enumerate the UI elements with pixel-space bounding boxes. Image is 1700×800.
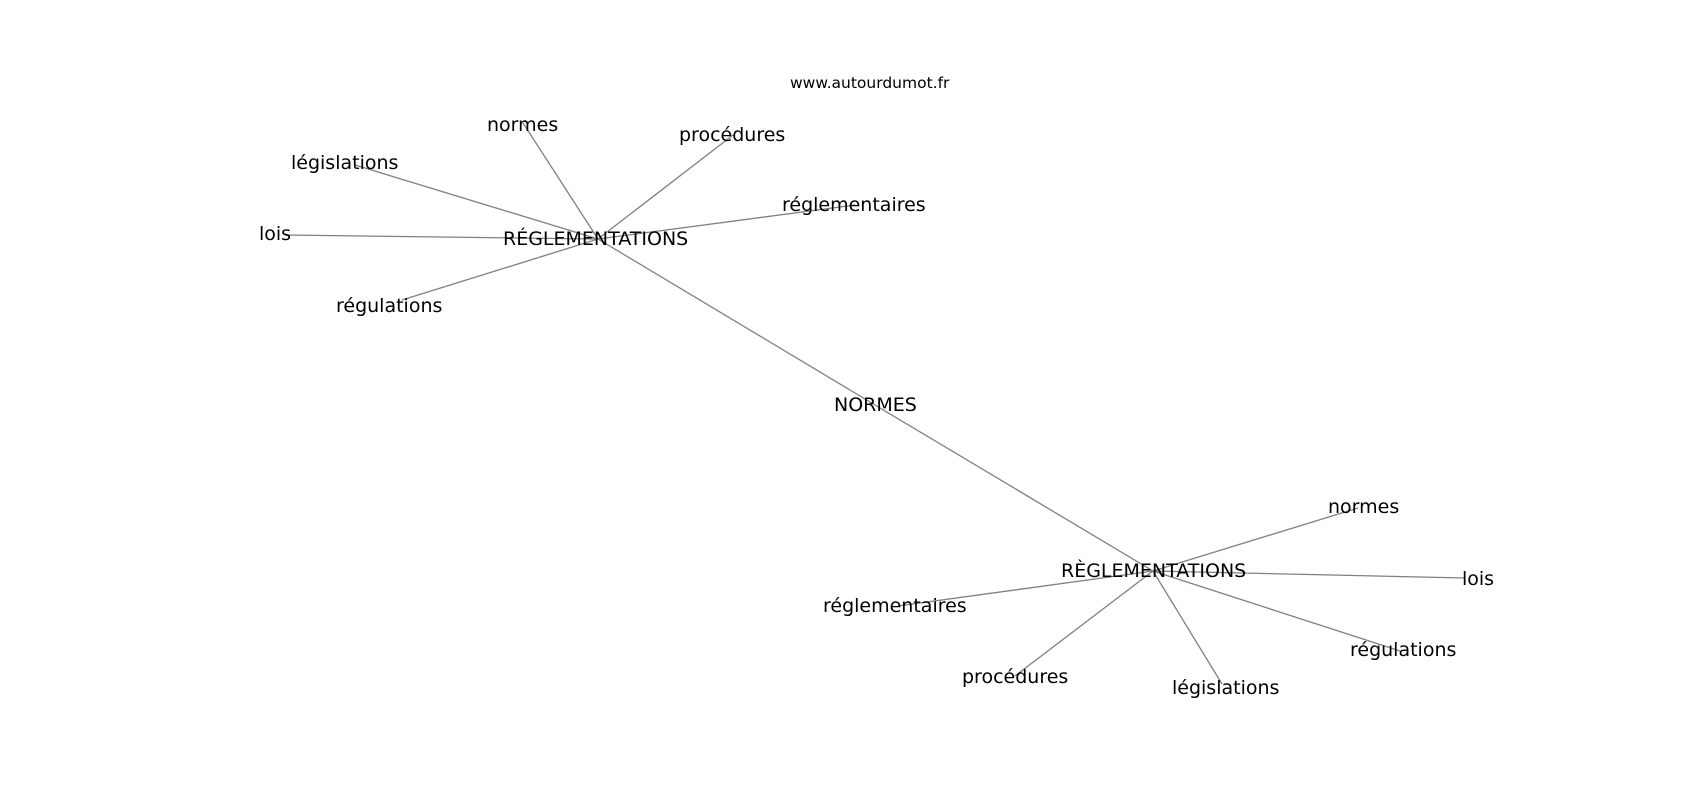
edge-hub-top-procedures [597, 134, 734, 240]
node-leaf-top-normes: normes [487, 114, 558, 136]
edge-hub-bottom-regulations [1152, 570, 1401, 652]
node-leaf-bottom-reglementaires: réglementaires [823, 595, 967, 617]
site-url: www.autourdumot.fr [790, 74, 950, 92]
edge-hub-top-reglementaires [597, 204, 856, 240]
node-hub-reglementations-bottom: RÈGLEMENTATIONS [1061, 559, 1246, 582]
node-center-normes: NORMES [834, 394, 917, 416]
edge-hub-top-lois [284, 234, 599, 240]
edge-hub-bottom-procedures [1014, 570, 1154, 677]
node-leaf-bottom-normes: normes [1328, 496, 1399, 518]
node-leaf-top-procedures: procédures [679, 124, 785, 146]
node-leaf-bottom-regulations: régulations [1350, 639, 1456, 661]
graph-nodes: NORMES RÉGLEMENTATIONS RÈGLEMENTATIONS l… [259, 114, 1494, 699]
node-leaf-top-reglementaires: réglementaires [782, 194, 926, 216]
edge-hub-top-legislations [354, 164, 599, 240]
edge-hub-bottom-lois [1152, 570, 1466, 579]
node-leaf-top-regulations: régulations [336, 295, 442, 317]
node-leaf-bottom-legislations: législations [1172, 677, 1279, 699]
edge-hub-bottom-reglementaires [897, 570, 1154, 607]
node-leaf-bottom-procedures: procédures [962, 666, 1068, 688]
node-leaf-bottom-lois: lois [1462, 568, 1494, 590]
edge-hub-bottom-normes [1152, 507, 1359, 572]
node-leaf-top-legislations: législations [291, 152, 398, 174]
edge-hub-top-regulations [401, 238, 599, 301]
node-hub-reglementations-top: RÉGLEMENTATIONS [503, 227, 688, 250]
edge-center-to-hub-bottom [874, 404, 1154, 572]
edge-hub-top-normes [522, 122, 599, 240]
node-leaf-top-lois: lois [259, 223, 291, 245]
edge-center-to-hub-top [597, 238, 876, 406]
graph-edges [284, 122, 1466, 685]
edge-hub-bottom-legislations [1152, 570, 1223, 685]
